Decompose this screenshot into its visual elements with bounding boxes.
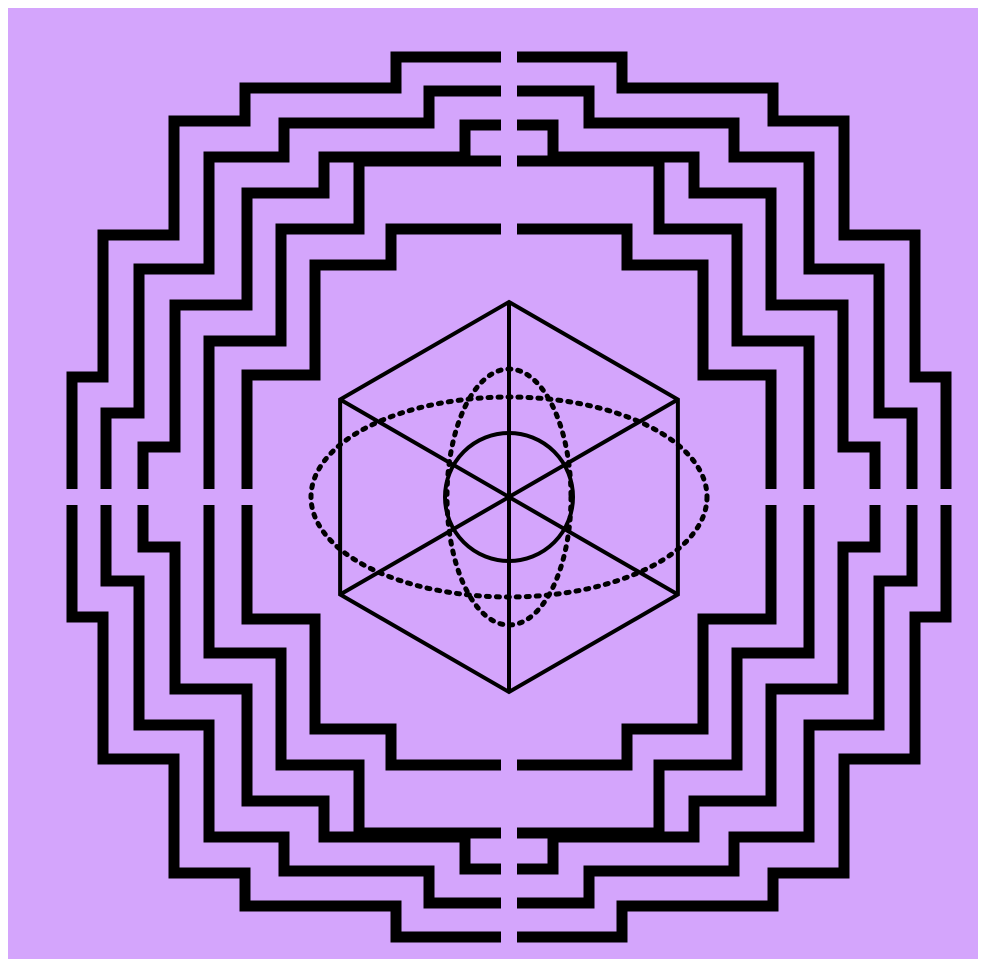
frame-3-quadrant-1 <box>517 125 875 489</box>
frame-4-quadrant-3 <box>517 505 809 833</box>
central-hexagon-figure <box>311 302 707 692</box>
frame-4-quadrant-4 <box>209 505 501 833</box>
frame-2-quadrant-4 <box>106 505 501 903</box>
frame-2-quadrant-3 <box>517 505 912 903</box>
frame-2-quadrant-2 <box>106 91 501 489</box>
frame-4-quadrant-1 <box>517 161 809 489</box>
frame-3-quadrant-4 <box>143 505 501 869</box>
frame-2-quadrant-1 <box>517 91 912 489</box>
frame-3-quadrant-3 <box>517 505 875 869</box>
frame-3-quadrant-2 <box>143 125 501 489</box>
frame-4-quadrant-2 <box>209 161 501 489</box>
